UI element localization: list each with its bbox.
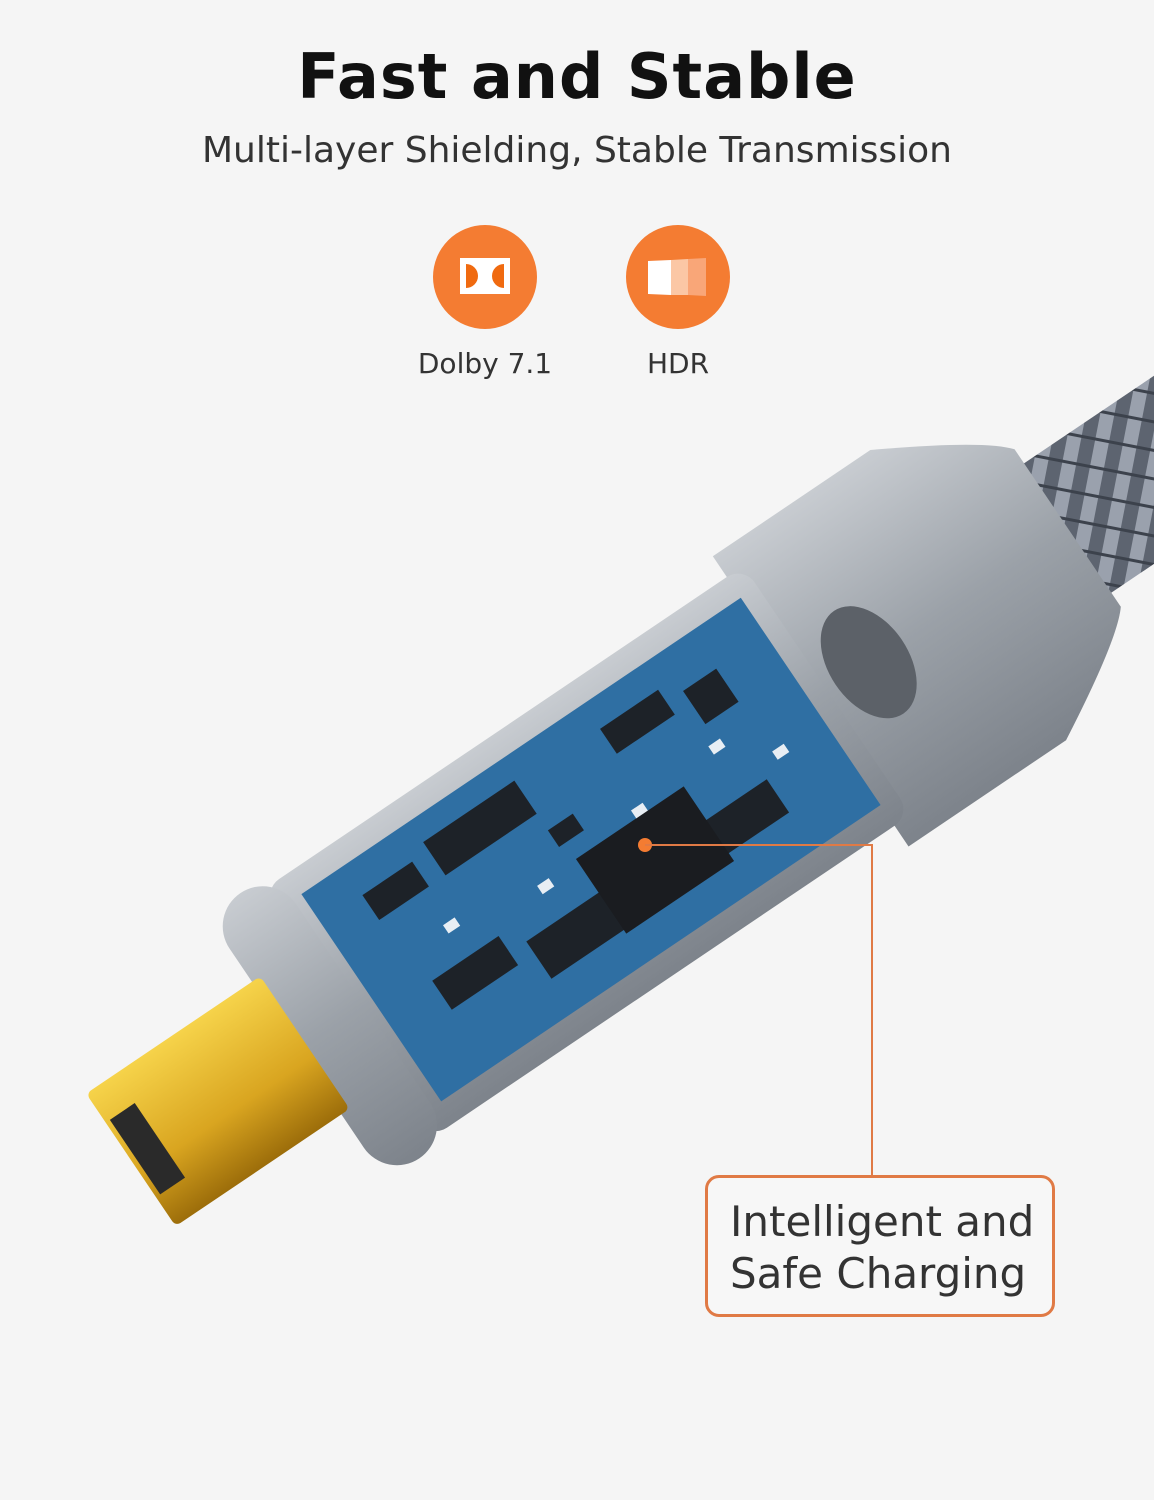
callout-box: Intelligent and Safe Charging: [705, 1175, 1055, 1317]
page-subtitle: Multi-layer Shielding, Stable Transmissi…: [201, 130, 952, 171]
feature-label: HDR: [646, 347, 710, 380]
callout-line-1: Intelligent and: [730, 1197, 1035, 1246]
braided-cable: [974, 262, 1154, 627]
feature-label: Dolby 7.1: [417, 347, 553, 380]
dolby-icon: [433, 225, 537, 329]
feature-hdr: HDR: [578, 225, 778, 380]
hdr-icon: [626, 225, 730, 329]
callout-line-2: Safe Charging: [730, 1249, 1027, 1298]
main-chip: [575, 786, 735, 934]
feature-dolby: Dolby 7.1: [385, 225, 585, 380]
callout-line: [645, 844, 873, 1175]
front-cap: [222, 886, 437, 1166]
page-title: Fast and Stable: [297, 40, 857, 113]
strain-relief: [712, 444, 1121, 847]
